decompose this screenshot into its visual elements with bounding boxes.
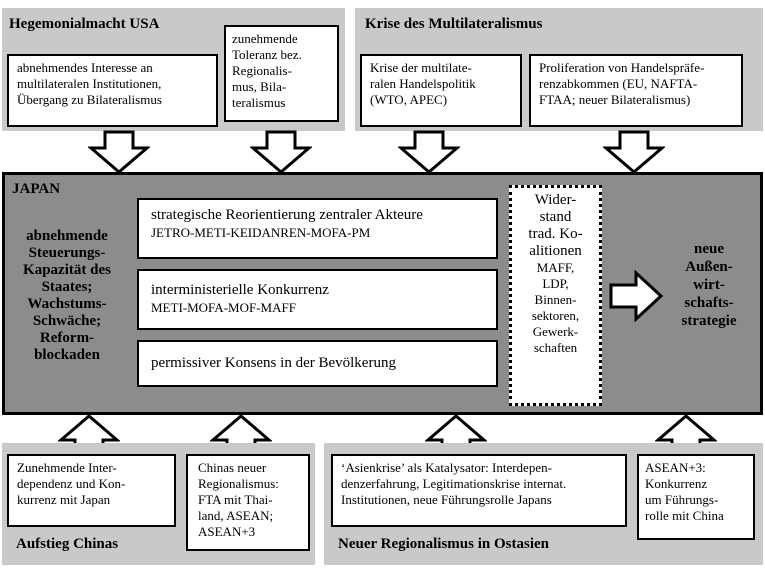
box-actor-consensus: permissiver Konsens in der Bevölkerung — [137, 340, 498, 387]
text-line: Institutionen, neue Führungsrolle Japans — [341, 492, 552, 507]
text-line: Konkurrenz — [645, 476, 708, 491]
panel-title-regionalismus: Neuer Regionalismus in Ostasien — [338, 536, 549, 552]
text-line: zunehmende — [232, 31, 298, 46]
text-line: Außen- — [685, 259, 733, 275]
text-line: denzerfahrung, Legitimationskrise intern… — [341, 476, 567, 491]
text-line: Schwäche; — [32, 313, 102, 329]
text-line: Reform- — [39, 330, 95, 346]
text-line: Gewerk- — [532, 324, 579, 339]
text-line: interministerielle Konkurrenz — [151, 282, 329, 298]
text-line: Krise der multilate- — [370, 60, 472, 75]
text-line: Zunehmende Inter- — [17, 460, 117, 475]
outcome-new-strategy: neue Außen- wirt- schafts- strategie — [664, 240, 754, 330]
text-line: rolle mit China — [645, 508, 724, 523]
text-line: Wachstums- — [27, 296, 107, 312]
text-line: permissiver Konsens in der Bevölkerung — [151, 355, 396, 371]
text-line: mus, Bila- — [232, 79, 287, 94]
panel-title-krise: Krise des Multilateralismus — [365, 16, 543, 32]
text-line: Binnen- — [534, 292, 577, 307]
box-proliferation: Proliferation von Handelspräfe- renzabko… — [529, 54, 743, 127]
text-line: abnehmendes Interesse an — [17, 60, 153, 75]
text-line: (WTO, APEC) — [370, 92, 448, 107]
text-line: Toleranz bez. — [232, 47, 302, 62]
text-line: METI-MOFA-MOF-MAFF — [151, 300, 296, 315]
text-line: stand — [539, 209, 572, 225]
text-line: LDP, — [542, 276, 569, 291]
box-china-regionalism: Chinas neuer Regionalismus: FTA mit Thai… — [186, 454, 310, 551]
text-line: abnehmende — [26, 228, 108, 244]
box-resistance: Wider- stand trad. Ko- alitionen MAFF, L… — [509, 185, 602, 406]
text-line: Regionalis- — [232, 63, 292, 78]
text-line: Proliferation von Handelspräfe- — [539, 60, 705, 75]
box-china-interdependence: Zunehmende Inter- dependenz und Kon- kur… — [7, 454, 176, 527]
box-usa-interest: abnehmendes Interesse an multilateralen … — [7, 54, 218, 127]
text-line: strategie — [681, 313, 737, 329]
text-line: FTA mit Thai- — [198, 492, 273, 507]
text-line: ASEAN+3 — [198, 524, 256, 539]
text-line: sektoren, — [531, 308, 580, 323]
text-line: strategische Reorientierung zentraler Ak… — [151, 207, 423, 223]
text-line: blockaden — [34, 347, 100, 363]
text-line: alitionen — [529, 243, 582, 259]
text-line: schaften — [533, 340, 578, 355]
text-line: Steuerungs- — [28, 245, 106, 261]
box-asienkrise: ‘Asienkrise’ als Katalysator: Interdepen… — [331, 454, 627, 527]
box-krise-handelspolitik: Krise der multilate- ralen Handelspoliti… — [360, 54, 522, 127]
text-line: JETRO-METI-KEIDANREN-MOFA-PM — [151, 225, 371, 240]
text-line: Staates; — [41, 279, 93, 295]
text-line: ‘Asienkrise’ als Katalysator: Interdepen… — [341, 460, 552, 475]
panel-title-usa: Hegemonialmacht USA — [9, 16, 160, 32]
text-line: neue — [694, 241, 724, 257]
box-asean-plus-3: ASEAN+3: Konkurrenz um Führungs- rolle m… — [637, 454, 755, 540]
text-line: dependenz und Kon- — [17, 476, 126, 491]
text-line: schafts- — [684, 295, 734, 311]
text-line: Übergang zu Bilateralismus — [17, 92, 162, 107]
down-arrow-2 — [250, 130, 312, 174]
box-actor-competition: interministerielle Konkurrenz METI-MOFA-… — [137, 269, 498, 330]
down-arrow-4 — [603, 130, 665, 174]
text-line: MAFF, — [536, 260, 575, 275]
text-line: multilateralen Institutionen, — [17, 76, 162, 91]
text-line: teralismus — [232, 95, 286, 110]
text-line: Kapazität des — [23, 262, 111, 278]
box-actor-reorientation: strategische Reorientierung zentraler Ak… — [137, 198, 498, 259]
text-line: renzabkommen (EU, NAFTA- — [539, 76, 698, 91]
text-line: wirt- — [693, 277, 725, 293]
box-usa-tolerance: zunehmende Toleranz bez. Regionalis- mus… — [224, 25, 339, 122]
japan-title: JAPAN — [12, 181, 61, 197]
right-arrow — [609, 270, 664, 322]
text-line: FTAA; neuer Bilateralismus) — [539, 92, 691, 107]
text-line: ralen Handelspolitik — [370, 76, 476, 91]
text-line: Regionalismus: — [198, 476, 279, 491]
text-line: Wider- — [534, 192, 577, 208]
text-line: um Führungs- — [645, 492, 719, 507]
panel-title-china: Aufstieg Chinas — [16, 536, 119, 552]
down-arrow-3 — [398, 130, 460, 174]
text-line: kurrenz mit Japan — [17, 492, 111, 507]
text-line: ASEAN+3: — [645, 460, 706, 475]
down-arrow-1 — [88, 130, 150, 174]
text-line: land, ASEAN; — [198, 508, 274, 523]
text-line: trad. Ko- — [528, 226, 583, 242]
text-line: Chinas neuer — [198, 460, 267, 475]
japan-state-capacity: abnehmende Steuerungs- Kapazität des Sta… — [4, 228, 130, 364]
